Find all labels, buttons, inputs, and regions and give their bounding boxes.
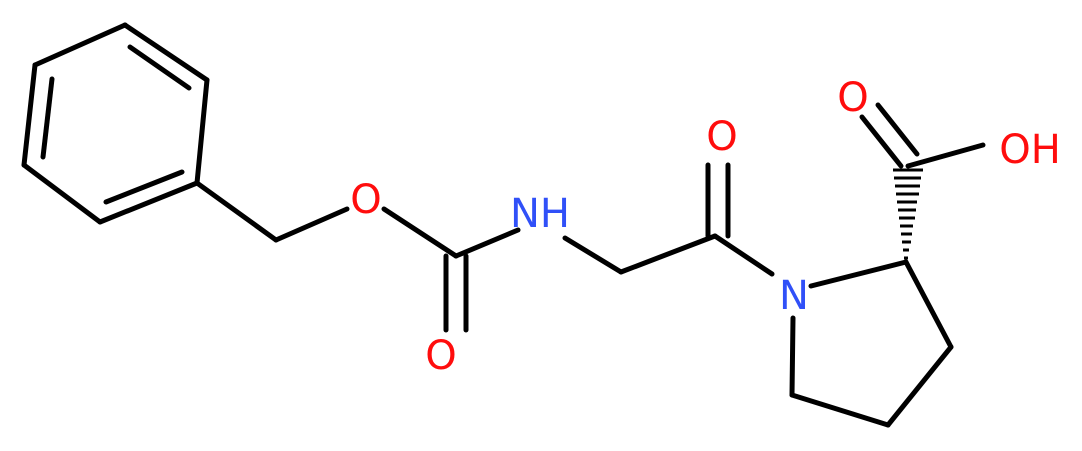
bond — [618, 233, 718, 275]
atom-label-oxygen-ketone: O — [706, 114, 737, 160]
pyrrolidine-ring — [789, 259, 954, 428]
bond — [903, 259, 954, 350]
bond — [808, 259, 909, 289]
bond — [789, 315, 796, 398]
atom-label-nitrogen-ring: N — [779, 273, 809, 319]
bond — [21, 162, 103, 225]
bond — [381, 206, 459, 259]
bond — [194, 77, 210, 186]
atom-label-oxygen-acid: O — [837, 75, 868, 121]
double-bond — [875, 102, 920, 157]
bond — [97, 180, 200, 225]
double-bond — [859, 114, 904, 169]
atom-label-hydroxyl: OH — [999, 127, 1061, 173]
aromatic-bond — [40, 76, 55, 160]
bond — [453, 227, 521, 259]
stereo-hashed-wedge — [893, 168, 923, 260]
bond — [905, 142, 986, 169]
bond — [789, 392, 891, 428]
aromatic-bond — [127, 44, 192, 91]
bond — [32, 22, 128, 68]
carboxylic-acid-group — [859, 102, 986, 169]
atom-label-oxygen-ester: O — [350, 177, 381, 223]
bond — [885, 344, 954, 428]
atom-label-nitrogen-amide: NH — [510, 191, 570, 237]
atom-label-oxygen-carbamate: O — [425, 333, 456, 379]
bond — [21, 62, 38, 168]
bond — [712, 233, 775, 277]
benzene-ring — [21, 22, 210, 225]
bond — [273, 206, 350, 243]
bond — [194, 180, 279, 243]
carbamate-chain — [194, 162, 775, 333]
atom-labels: O NH O O N O OH — [350, 75, 1061, 379]
bond — [122, 22, 210, 83]
bond — [562, 235, 624, 275]
aromatic-bond — [103, 169, 185, 205]
